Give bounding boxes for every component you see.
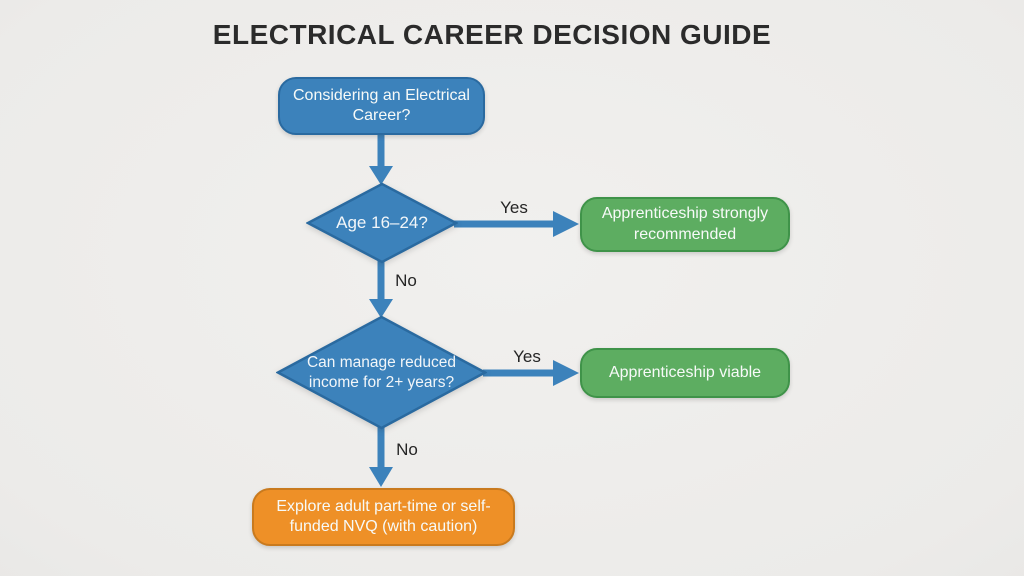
arrow-start-to-age [369,134,393,185]
arrow-age-yes [454,211,579,237]
diamond-shape [306,182,458,264]
node-outcome-viable: Apprenticeship viable [580,348,790,398]
node-outcome-caution-label: Explore adult part-time or self-funded N… [276,497,491,535]
edge-label-age-no: No [395,271,417,290]
arrow-income-yes [483,360,579,386]
node-start-label: Considering an Electrical Career? [293,86,470,124]
edge-label-income-no: No [396,440,418,459]
diamond-shape [276,315,487,430]
arrow-age-no [369,261,393,318]
edge-label-age-yes: Yes [500,198,528,217]
node-decision-income: Can manage reduced income for 2+ years? [276,315,487,430]
page-title: ELECTRICAL CAREER DECISION GUIDE [212,19,772,50]
node-outcome-viable-label: Apprenticeship viable [608,363,762,381]
node-start: Considering an Electrical Career? [278,77,485,135]
node-outcome-caution: Explore adult part-time or self-funded N… [252,488,515,546]
node-decision-age: Age 16–24? [306,182,458,264]
node-outcome-strong-label: Apprenticeship strongly recommended [601,205,769,243]
node-decision-income-label: Can manage reduced income for 2+ years? [306,354,457,391]
node-decision-age-label: Age 16–24? [336,213,428,233]
edge-label-income-yes: Yes [513,347,541,366]
node-outcome-strong: Apprenticeship strongly recommended [580,197,790,252]
arrow-income-no [369,427,393,487]
